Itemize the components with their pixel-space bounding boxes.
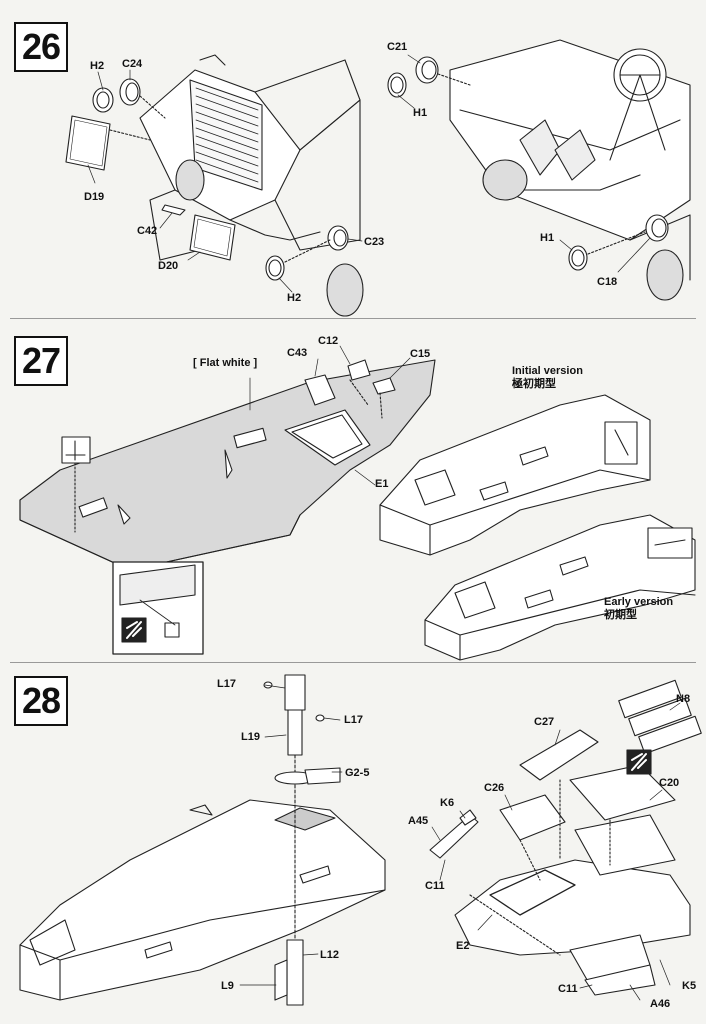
step27-early-version: [424, 514, 696, 661]
part-label-c26: C26: [484, 782, 505, 794]
part-label-c23: C23: [364, 236, 385, 248]
part-label-c24: C24: [122, 58, 143, 70]
part-label-e2: E2: [456, 940, 470, 952]
part-label-a46: A46: [650, 998, 671, 1010]
version-note-early-en: Early version: [604, 596, 674, 608]
part-label-d19: D19: [84, 191, 105, 203]
part-label-n8: N8: [676, 693, 691, 705]
part-label-h2: H2: [90, 60, 105, 72]
part-label-d20: D20: [158, 260, 179, 272]
version-note-early: Early version 初期型: [604, 596, 673, 622]
part-label-c12: C12: [318, 335, 339, 347]
part-label-l12: L12: [320, 949, 339, 961]
part-label-l19: L19: [241, 731, 260, 743]
part-label-a45: A45: [408, 815, 429, 827]
section-divider: [10, 318, 696, 319]
section-divider: [10, 662, 696, 663]
part-label-c21: C21: [387, 41, 408, 53]
part-label-e1: E1: [375, 478, 389, 490]
version-note-initial: Initial version 極初期型: [512, 365, 583, 391]
part-label-h2: H2: [287, 292, 302, 304]
part-label-c11: C11: [558, 983, 578, 995]
step26-right-vehicle: [387, 39, 691, 301]
part-label-c15: C15: [410, 348, 431, 360]
version-note-early-cn: 初期型: [604, 609, 637, 621]
part-label-l9: L9: [221, 980, 234, 992]
step-number-28: 28: [14, 676, 68, 726]
part-label-c27: C27: [534, 716, 555, 728]
part-label-h1: H1: [540, 232, 555, 244]
step-number-26: 26: [14, 22, 68, 72]
part-label-k5: K5: [682, 980, 697, 992]
paint-note-flat-white: [ Flat white ]: [193, 357, 258, 369]
part-label-c42: C42: [137, 225, 158, 237]
part-label-c11: C11: [425, 880, 445, 892]
step27-initial-version: [379, 394, 651, 556]
part-label-l17: L17: [217, 678, 236, 690]
step27-hull: [19, 345, 436, 655]
step28-left-hull: [19, 674, 386, 1006]
part-label-l17: L17: [344, 714, 363, 726]
step26-left-vehicle: [65, 54, 364, 317]
part-label-k6: K6: [440, 797, 455, 809]
version-note-initial-en: Initial version: [512, 365, 583, 377]
version-note-initial-cn: 極初期型: [512, 378, 556, 390]
step28-right-hull: [429, 679, 702, 1001]
part-label-h1: H1: [413, 107, 428, 119]
part-label-g2-5: G2-5: [345, 767, 370, 779]
part-label-c18: C18: [597, 276, 618, 288]
step-number-27: 27: [14, 336, 68, 386]
part-label-c20: C20: [659, 777, 680, 789]
part-label-c43: C43: [287, 347, 308, 359]
